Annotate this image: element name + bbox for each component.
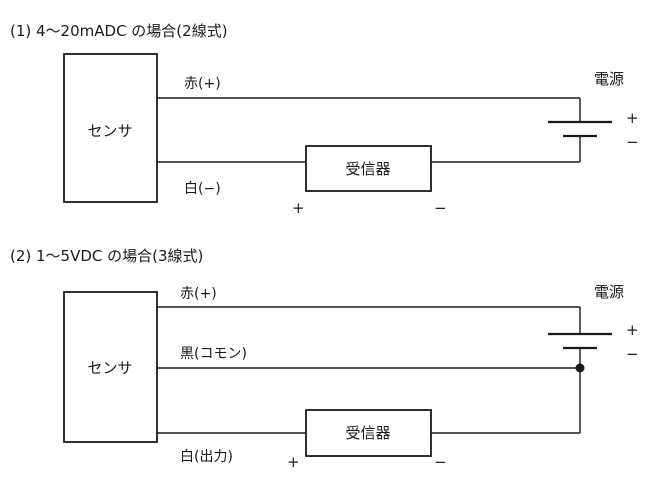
diagram2-sensor-box	[63, 291, 158, 443]
diagram2-red-wire-label: 赤(+)	[180, 286, 217, 302]
diagram2-power-label: 電源	[594, 283, 624, 301]
diagram1-sensor-box	[63, 53, 158, 203]
diagram2-power-minus: −	[626, 345, 639, 363]
diagram1-receiver-plus: +	[292, 199, 305, 217]
diagram2-receiver-label: 受信器	[345, 424, 390, 442]
diagram2-title: (2) 1～5VDC の場合(3線式)	[10, 247, 203, 265]
diagram1-power-label: 電源	[594, 70, 624, 88]
diagram1-receiver-minus: −	[434, 199, 447, 217]
diagram1-white-wire-label: 白(−)	[184, 181, 221, 197]
diagram2-receiver-plus: +	[287, 453, 300, 471]
diagram2-junction-dot	[575, 363, 585, 373]
diagram1-receiver-label: 受信器	[345, 160, 390, 178]
diagram1-receiver-box	[305, 145, 432, 192]
diagram2-white-wire-label: 白(出力)	[180, 449, 233, 465]
diagram1-sensor-label: センサ	[87, 122, 132, 140]
diagram2-receiver-box	[305, 409, 432, 457]
diagram2-power-plus: +	[626, 321, 639, 339]
diagram1-title: (1) 4～20mADC の場合(2線式)	[10, 22, 228, 40]
diagram2-sensor-label: センサ	[87, 359, 132, 377]
diagram1-red-wire-label: 赤(+)	[184, 76, 221, 92]
diagram2-black-wire-label: 黒(コモン)	[180, 346, 247, 362]
diagram1-power-plus: +	[626, 109, 639, 127]
diagram1-power-minus: −	[626, 133, 639, 151]
diagram2-receiver-minus: −	[434, 453, 447, 471]
